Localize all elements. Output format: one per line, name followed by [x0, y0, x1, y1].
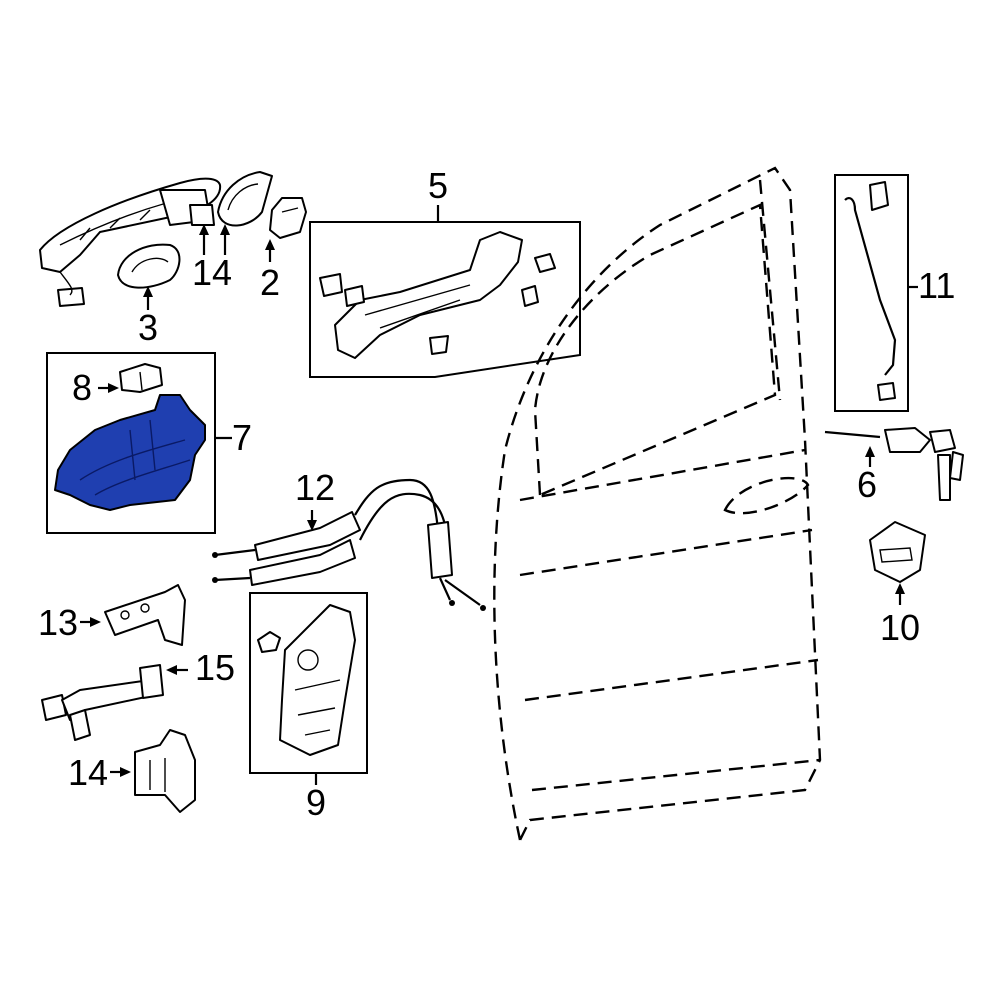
callout-label-7: 7: [232, 417, 252, 458]
handle-cover: [217, 171, 273, 227]
callout-label-6: 6: [857, 464, 877, 505]
callout-14-top: 14: [192, 224, 232, 293]
switch-8: [119, 363, 163, 393]
handle-bezel: [117, 243, 181, 289]
callout-label-14-top: 14: [192, 252, 232, 293]
handle-frame-kit-box: 5: [309, 165, 581, 378]
callout-label-14-bottom: 14: [68, 752, 108, 793]
callout-label-11: 11: [918, 265, 955, 306]
callout-label-9: 9: [306, 782, 326, 823]
latch-rod-box: 11: [834, 174, 955, 412]
inner-door-handle-box: 7 8: [46, 352, 252, 534]
door-check: 15: [41, 647, 235, 741]
callout-2: 2: [260, 239, 280, 303]
callout-label-5: 5: [428, 165, 448, 206]
callout-label-12: 12: [295, 467, 335, 508]
callout-label-2: 2: [260, 262, 280, 303]
door-hinge-lower: 14: [68, 729, 196, 813]
callout-label-13: 13: [38, 602, 78, 643]
door-cables: 12: [212, 467, 486, 611]
callout-3: 3: [138, 286, 158, 348]
handle-cap: [269, 197, 307, 239]
door-latch-box: 9: [249, 592, 368, 823]
inner-door-handle: [54, 394, 206, 511]
lock-cylinder: 6: [824, 427, 964, 505]
door-outline: [493, 166, 822, 844]
door-striker: 10: [869, 521, 926, 648]
door-hinge-upper: 13: [38, 584, 186, 646]
callout-label-10: 10: [880, 607, 920, 648]
outer-door-handle: [39, 177, 222, 307]
callout-label-8: 8: [72, 367, 92, 408]
callout-label-3: 3: [138, 307, 158, 348]
callout-label-15: 15: [195, 647, 235, 688]
